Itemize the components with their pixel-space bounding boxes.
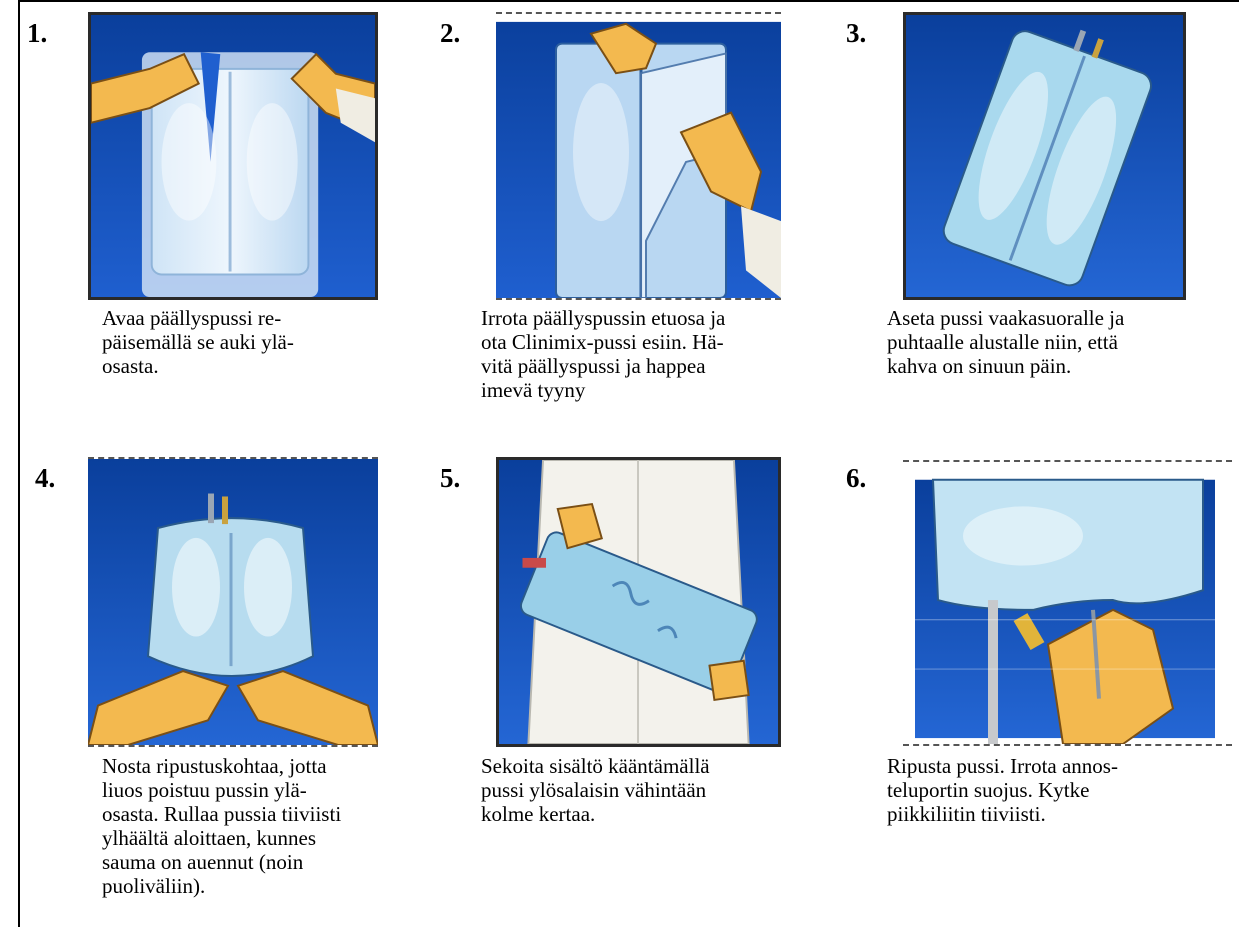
caption-line: päisemällä se auki ylä- xyxy=(102,330,294,354)
step-2-number: 2. xyxy=(440,19,460,47)
caption-line: ota Clinimix-pussi esiin. Hä- xyxy=(481,330,725,354)
caption-line: kahva on sinuun päin. xyxy=(887,354,1124,378)
step-4-number: 4. xyxy=(35,464,55,492)
step-1-illustration xyxy=(88,12,378,300)
caption-line: osasta. Rullaa pussia tiiviisti xyxy=(102,802,341,826)
step-4-illustration xyxy=(88,457,378,747)
caption-line: Aseta pussi vaakasuoralle ja xyxy=(887,306,1124,330)
caption-line: osasta. xyxy=(102,354,294,378)
step-1-caption: Avaa päällyspussi re- päisemällä se auki… xyxy=(102,306,294,378)
caption-line: ylhäältä aloittaen, kunnes xyxy=(102,826,341,850)
step-5-number: 5. xyxy=(440,464,460,492)
caption-line: teluportin suojus. Kytke xyxy=(887,778,1118,802)
step-3-number: 3. xyxy=(846,19,866,47)
step-4-caption: Nosta ripustuskohtaa, jotta liuos poistu… xyxy=(102,754,341,898)
caption-line: pussi ylösalaisin vähintään xyxy=(481,778,710,802)
caption-line: puoliväliin). xyxy=(102,874,341,898)
caption-line: imevä tyyny xyxy=(481,378,725,402)
step-2-illustration xyxy=(496,12,781,300)
caption-line: liuos poistuu pussin ylä- xyxy=(102,778,341,802)
step-5-illustration xyxy=(496,457,781,747)
step-5-caption: Sekoita sisältö kääntämällä pussi ylösal… xyxy=(481,754,710,826)
caption-line: piikkiliitin tiiviisti. xyxy=(887,802,1118,826)
step-6-number: 6. xyxy=(846,464,866,492)
caption-line: Ripusta pussi. Irrota annos- xyxy=(887,754,1118,778)
caption-line: vitä päällyspussi ja happea xyxy=(481,354,725,378)
frame-top-border xyxy=(18,0,1239,2)
step-3-caption: Aseta pussi vaakasuoralle ja puhtaalle a… xyxy=(887,306,1124,378)
caption-line: Nosta ripustuskohtaa, jotta xyxy=(102,754,341,778)
caption-line: kolme kertaa. xyxy=(481,802,710,826)
step-1-number: 1. xyxy=(27,19,47,47)
step-6-illustration xyxy=(903,460,1232,746)
caption-line: puhtaalle alustalle niin, että xyxy=(887,330,1124,354)
frame-left-border xyxy=(18,0,20,927)
caption-line: Irrota päällyspussin etuosa ja xyxy=(481,306,725,330)
step-3-illustration xyxy=(903,12,1186,300)
caption-line: Sekoita sisältö kääntämällä xyxy=(481,754,710,778)
step-2-caption: Irrota päällyspussin etuosa ja ota Clini… xyxy=(481,306,725,402)
caption-line: Avaa päällyspussi re- xyxy=(102,306,294,330)
step-6-caption: Ripusta pussi. Irrota annos- teluportin … xyxy=(887,754,1118,826)
caption-line: sauma on auennut (noin xyxy=(102,850,341,874)
